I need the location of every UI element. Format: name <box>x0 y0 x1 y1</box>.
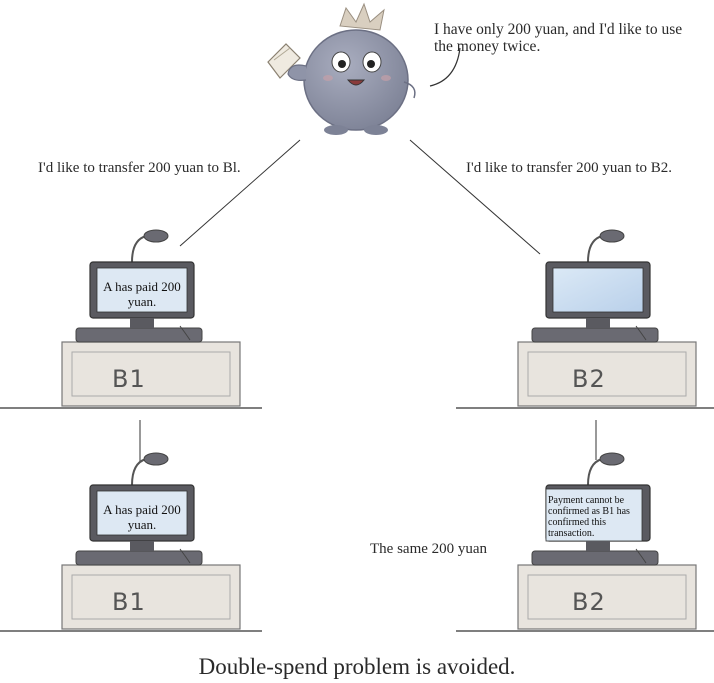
speech-tail <box>429 47 461 87</box>
desk <box>61 564 241 630</box>
microphone-icon <box>143 229 169 243</box>
monitor-screen <box>545 488 643 542</box>
line-to-b2 <box>409 139 541 255</box>
desk <box>517 341 697 407</box>
character-a <box>267 2 416 135</box>
microphone-icon <box>599 229 625 243</box>
computer-node-b1-top <box>0 229 262 409</box>
microphone-icon <box>599 452 625 466</box>
monitor-screen <box>96 267 188 313</box>
monitor-screen <box>552 267 644 313</box>
speech-bubble-text: I have only 200 yuan, and I'd like to us… <box>434 21 683 55</box>
computer-node-b1-bottom <box>0 452 262 632</box>
desk-label-b2-top: B2 <box>572 365 606 393</box>
same-money-label: The same 200 yuan <box>370 541 488 557</box>
transfer-right-label: I'd like to transfer 200 yuan to B2. <box>466 160 672 176</box>
screen-text-b2-bottom: Payment cannot be confirmed as B1 has co… <box>548 495 630 539</box>
computer-node-b2-top <box>456 229 714 409</box>
computer-node-b2-bottom <box>456 452 714 632</box>
screen-text-b1-top: A has paid 200 yuan. <box>103 279 181 309</box>
desk-label-b1-top: B1 <box>112 365 146 393</box>
desk <box>517 564 697 630</box>
transfer-left-label: I'd like to transfer 200 yuan to Bl. <box>38 160 241 176</box>
line-to-b1 <box>179 139 301 247</box>
desk <box>61 341 241 407</box>
screen-text-b1-bottom: A has paid 200 yuan. <box>103 502 181 532</box>
caption: Double-spend problem is avoided. <box>198 654 516 679</box>
desk-label-b1-bottom: B1 <box>112 588 146 616</box>
desk-label-b2-bottom: B2 <box>572 588 606 616</box>
monitor-screen <box>96 490 188 536</box>
microphone-icon <box>143 452 169 466</box>
